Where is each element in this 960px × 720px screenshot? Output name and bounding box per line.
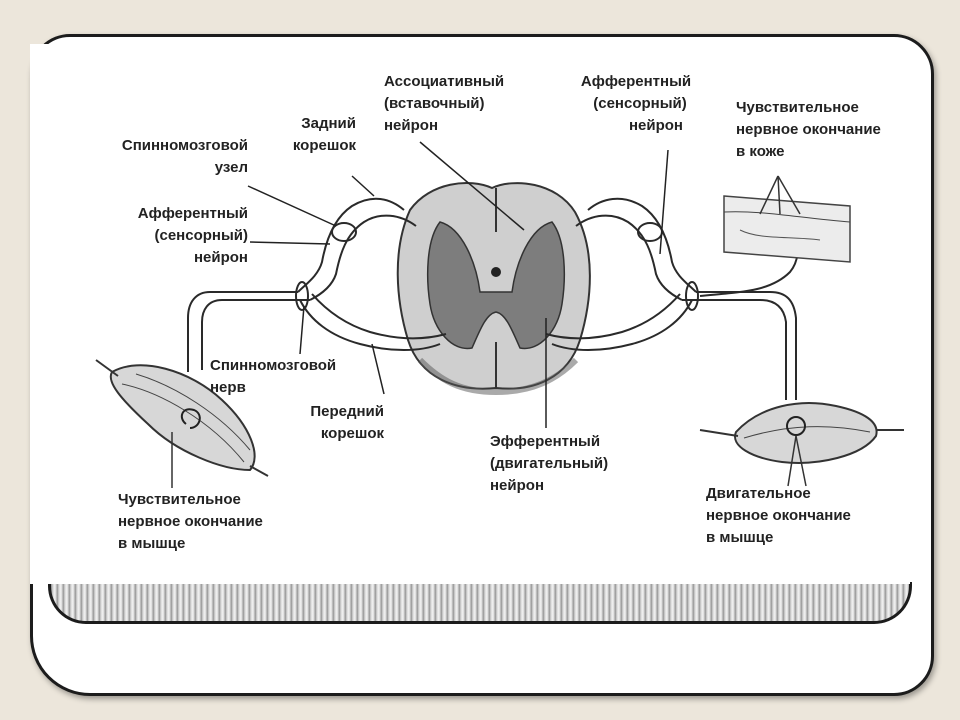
label-spinal-ganglion-line1: Спинномозговой xyxy=(122,137,248,154)
label-ventral-root-line1: Передний xyxy=(310,403,384,420)
label-dorsal-root-line1: Задний xyxy=(301,115,356,132)
label-skin-receptor-line2: нервное окончание xyxy=(736,121,881,138)
left-roots xyxy=(187,197,447,372)
label-afferent-neuron-left-line2: (сенсорный) xyxy=(155,227,249,244)
leader-lines xyxy=(247,141,669,428)
label-ventral-root: Передний корешок xyxy=(310,403,384,442)
label-association-neuron-line3: нейрон xyxy=(384,117,438,134)
label-spinal-nerve-line2: нерв xyxy=(210,379,246,396)
label-muscle-receptor: Чувствительное нервное окончание в мышце xyxy=(118,491,263,552)
left-muscle xyxy=(95,359,269,488)
label-dorsal-root-line2: корешок xyxy=(293,137,357,154)
label-motor-ending: Двигательное нервное окончание в мышце xyxy=(706,485,851,546)
label-skin-receptor-line1: Чувствительное xyxy=(736,99,859,116)
label-efferent-neuron-line3: нейрон xyxy=(490,477,544,494)
label-afferent-neuron-left: Афферентный (сенсорный) нейрон xyxy=(138,205,248,266)
label-spinal-ganglion-line2: узел xyxy=(215,159,248,176)
label-afferent-neuron-left-line3: нейрон xyxy=(194,249,248,266)
label-motor-ending-line2: нервное окончание xyxy=(706,507,851,524)
right-roots xyxy=(545,197,799,400)
label-spinal-nerve-line1: Спинномозговой xyxy=(210,357,336,374)
label-efferent-neuron-line1: Эфферентный xyxy=(490,433,600,450)
label-muscle-receptor-line3: в мышце xyxy=(118,535,185,552)
spinal-cord-cross-section xyxy=(396,182,591,396)
right-muscle xyxy=(699,402,904,487)
label-dorsal-root: Задний корешок xyxy=(293,115,357,154)
label-efferent-neuron: Эфферентный (двигательный) нейрон xyxy=(490,433,608,494)
label-efferent-neuron-line2: (двигательный) xyxy=(490,455,608,472)
label-afferent-neuron-right-line3: нейрон xyxy=(629,117,683,134)
label-afferent-neuron-left-line1: Афферентный xyxy=(138,205,248,222)
label-afferent-neuron-right-line1: Афферентный xyxy=(581,73,691,90)
label-motor-ending-line1: Двигательное xyxy=(706,485,811,502)
label-motor-ending-line3: в мышце xyxy=(706,529,773,546)
label-muscle-receptor-line1: Чувствительное xyxy=(118,491,241,508)
label-skin-receptor-line3: в коже xyxy=(736,143,784,160)
label-spinal-nerve: Спинномозговой нерв xyxy=(210,357,336,396)
label-association-neuron-line2: (вставочный) xyxy=(384,95,484,112)
label-association-neuron-line1: Ассоциативный xyxy=(384,73,504,90)
decorative-stripe-band xyxy=(48,582,912,624)
label-skin-receptor: Чувствительное нервное окончание в коже xyxy=(736,99,881,160)
skin-patch xyxy=(723,175,851,263)
label-afferent-neuron-right: Афферентный (сенсорный) нейрон xyxy=(581,73,691,134)
label-spinal-ganglion: Спинномозговой узел xyxy=(122,137,248,176)
label-muscle-receptor-line2: нервное окончание xyxy=(118,513,263,530)
label-afferent-neuron-right-line2: (сенсорный) xyxy=(593,95,687,112)
label-ventral-root-line2: корешок xyxy=(321,425,385,442)
label-association-neuron: Ассоциативный (вставочный) нейрон xyxy=(384,73,504,134)
